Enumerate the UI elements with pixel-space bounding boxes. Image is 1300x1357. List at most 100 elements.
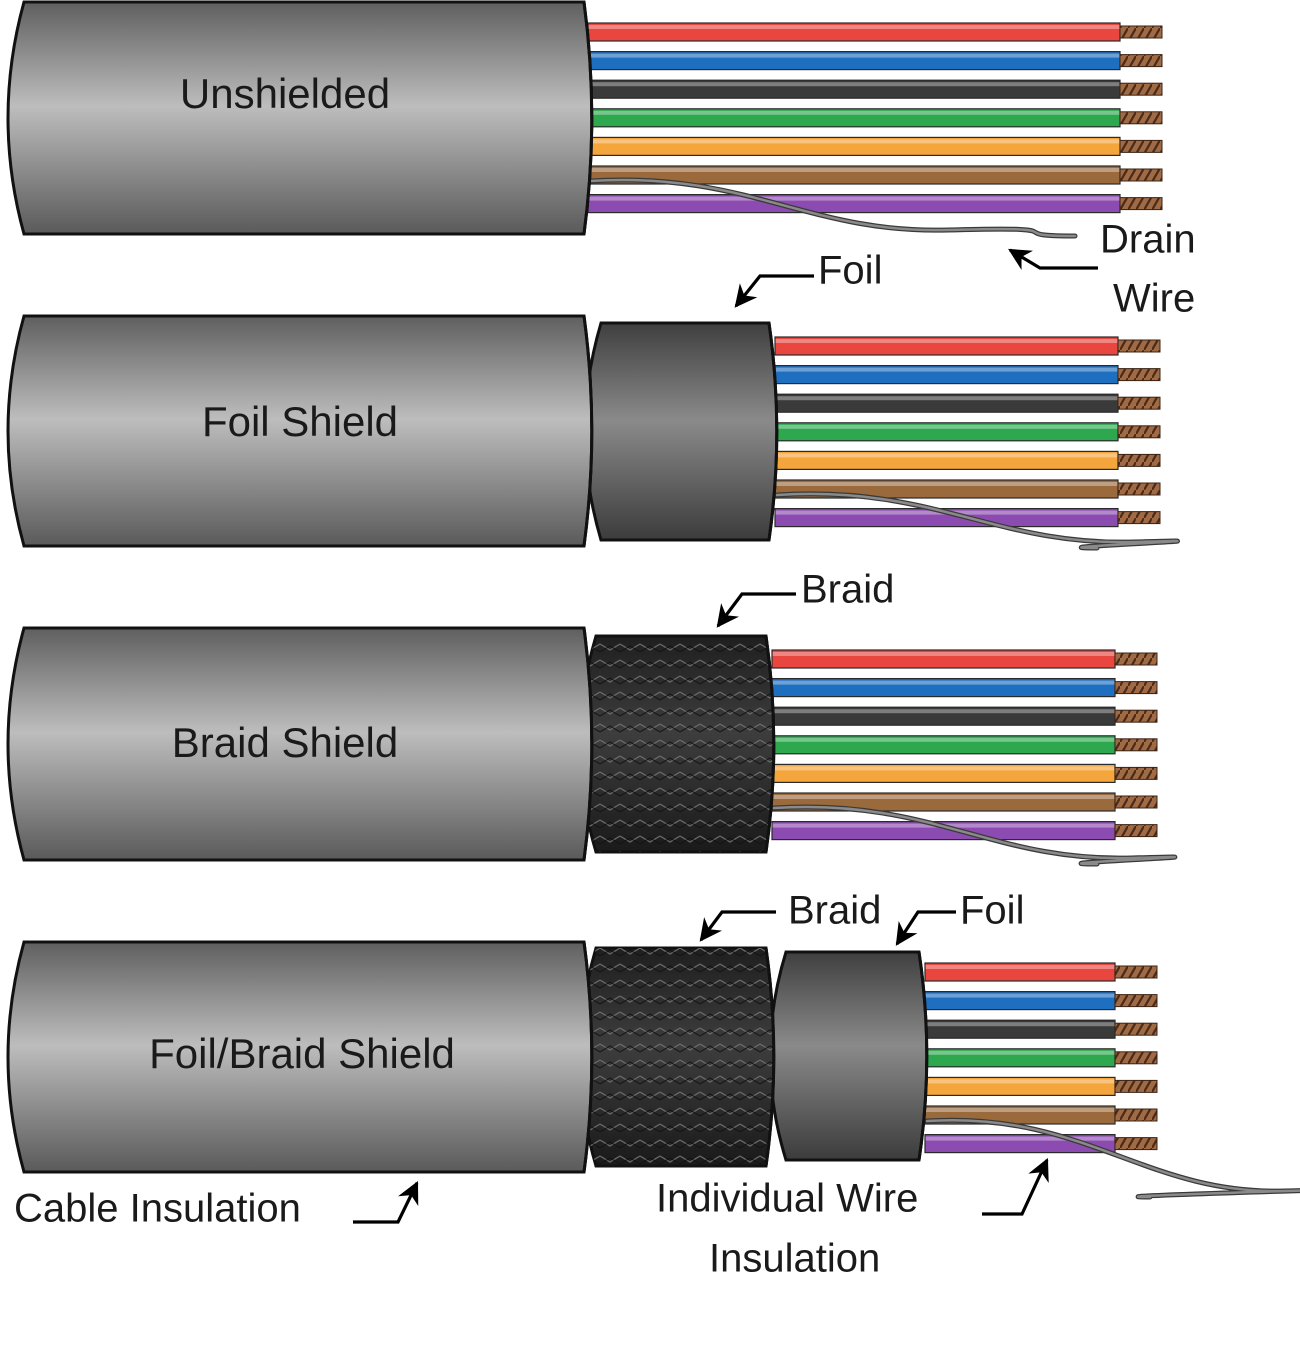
wire-highlight (772, 709, 1115, 714)
wire-insulation-purple (772, 821, 1115, 840)
wire-insulation-green (775, 422, 1118, 441)
wire-highlight (925, 1050, 1115, 1055)
wire-highlight (588, 53, 1120, 58)
drain-wire-highlight (925, 1118, 1300, 1199)
drain-wire-arrow (1008, 248, 1098, 270)
braid-shield-weave (580, 948, 774, 1166)
copper-conductor (1119, 111, 1163, 125)
copper-conductor (1119, 82, 1163, 96)
copper-conductor (1119, 168, 1163, 182)
cable-1: Unshielded (6, 0, 1163, 239)
wire-purple (924, 1133, 1158, 1154)
cable-jacket-end-edge (582, 941, 594, 1173)
wire-red (587, 22, 1163, 42)
drain-wire-highlight (588, 178, 1077, 238)
cable-insulation-label: Cable Insulation (14, 1187, 301, 1231)
wire-highlight (772, 766, 1115, 771)
individual-wire-insulation-label: Individual Wire (656, 1177, 918, 1221)
wire-black (774, 393, 1161, 413)
wire-highlight (775, 396, 1118, 401)
cable-3: Braid Shield (6, 626, 1178, 867)
copper-conductor (1119, 54, 1163, 68)
wire-highlight (925, 993, 1115, 998)
wire-highlight (775, 482, 1118, 486)
cable-label: Braid Shield (172, 719, 398, 766)
wire-insulation-blue (588, 51, 1120, 70)
individual-wire-insulation-arrow (982, 1157, 1049, 1216)
foil-shield (768, 950, 929, 1162)
wire-insulation-green (588, 108, 1120, 127)
copper-conductor (1114, 738, 1158, 752)
wire-highlight (588, 25, 1120, 29)
wire-insulation-purple (588, 194, 1120, 213)
wire-orange (774, 450, 1161, 470)
wire-insulation-blue (925, 991, 1115, 1010)
wire-blue (924, 990, 1158, 1011)
wire-highlight (588, 196, 1120, 201)
copper-conductor (1114, 795, 1158, 809)
wire-black (587, 79, 1163, 99)
wire-insulation-red (925, 963, 1115, 981)
wire-purple (587, 194, 1163, 214)
wire-brown (587, 165, 1163, 185)
drain-wire-highlight (772, 805, 1177, 866)
copper-conductor (1117, 425, 1161, 439)
copper-conductor (1117, 396, 1161, 410)
copper-conductor (1114, 1022, 1158, 1036)
wire-blue (587, 50, 1163, 71)
wire-insulation-orange (588, 137, 1120, 156)
cable-jacket-end-edge (582, 315, 594, 547)
wire-insulation-black (588, 80, 1120, 99)
drain-wire-highlight (775, 492, 1179, 550)
cable-jacket-end-edge (582, 627, 594, 861)
wire-insulation-orange (775, 451, 1118, 470)
wire-insulation-green (925, 1048, 1115, 1067)
copper-conductor (1114, 965, 1158, 979)
copper-conductor (1114, 824, 1158, 838)
copper-conductor (1119, 25, 1163, 39)
wire-orange (924, 1076, 1158, 1097)
copper-conductor (1114, 1108, 1158, 1122)
wire-red (924, 962, 1158, 982)
wire-insulation-orange (772, 764, 1115, 783)
copper-conductor (1114, 766, 1158, 780)
braid-arrow (716, 592, 796, 628)
individual-wire-insulation-label-line2: Insulation (709, 1237, 880, 1281)
wire-insulation-green (772, 735, 1115, 754)
cable-jacket-end-edge (582, 1, 594, 235)
copper-conductor (1114, 1051, 1158, 1065)
wire-insulation-purple (775, 508, 1118, 527)
wire-highlight (588, 168, 1120, 172)
braid-arrow-combined (699, 910, 776, 942)
wire-insulation-orange (925, 1077, 1115, 1096)
foil-label-combined: Foil (960, 889, 1024, 933)
copper-conductor (1114, 709, 1158, 723)
cable-label: Foil/Braid Shield (149, 1030, 455, 1077)
wire-highlight (775, 367, 1118, 372)
wire-insulation-black (772, 707, 1115, 726)
wire-highlight (775, 424, 1118, 429)
wire-red (771, 649, 1158, 669)
cable-4: Foil/Braid Shield (6, 940, 1300, 1200)
wire-orange (771, 763, 1158, 784)
copper-conductor (1114, 681, 1158, 695)
wire-black (771, 706, 1158, 726)
wire-insulation-blue (775, 365, 1118, 384)
foil-arrow (734, 274, 814, 308)
wire-highlight (925, 965, 1115, 969)
wire-brown (771, 792, 1158, 812)
copper-conductor (1114, 994, 1158, 1008)
copper-conductor (1114, 1079, 1158, 1093)
wire-highlight (775, 339, 1118, 343)
wire-blue (771, 677, 1158, 698)
copper-conductor (1117, 368, 1161, 382)
copper-conductor (1117, 482, 1161, 496)
wire-highlight (925, 1108, 1115, 1112)
copper-conductor (1119, 197, 1163, 211)
wire-insulation-black (775, 394, 1118, 413)
wire-black (924, 1019, 1158, 1039)
wire-highlight (925, 1022, 1115, 1027)
drain-wire-label: Drain (1100, 218, 1196, 262)
